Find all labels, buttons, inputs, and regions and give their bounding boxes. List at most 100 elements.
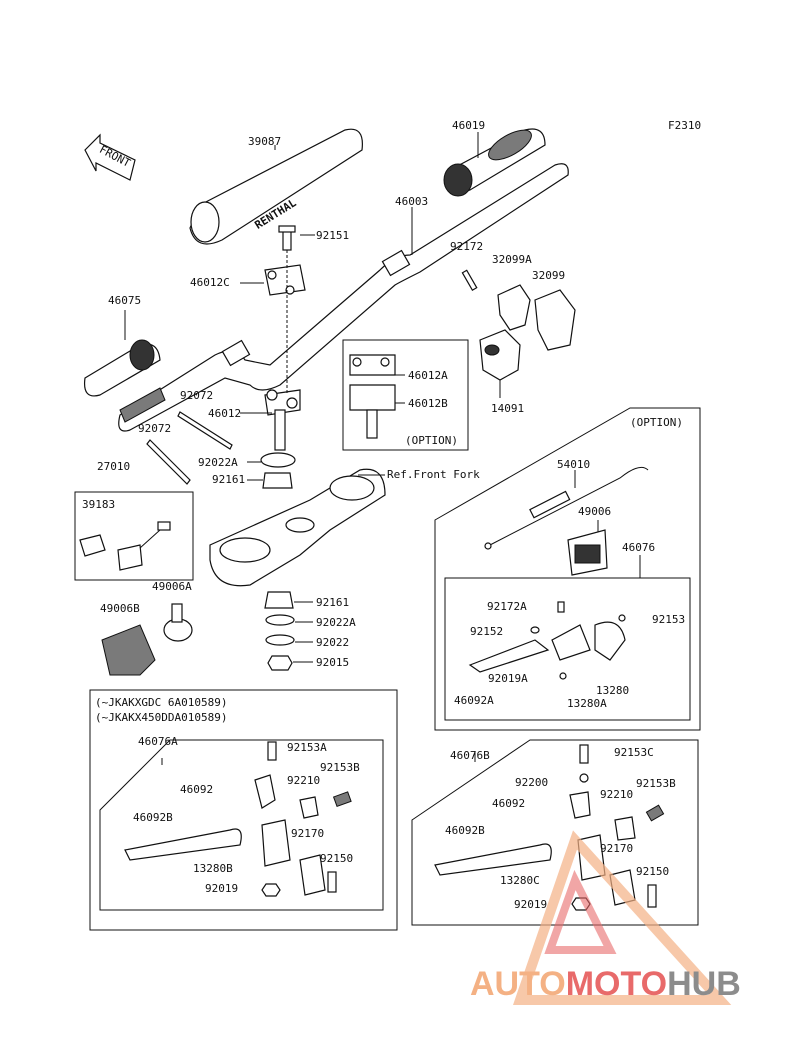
part-label: 92022A	[198, 456, 238, 469]
part-label: 92019A	[488, 672, 528, 685]
part-label: 13280A	[567, 697, 607, 710]
rubber-92161-lower	[264, 591, 294, 609]
part-label: 13280B	[193, 862, 233, 875]
washer-92022a-upper	[260, 452, 296, 468]
part-label: 39183	[82, 498, 115, 511]
part-label: 92153C	[614, 746, 654, 759]
part-label: 46076	[622, 541, 655, 554]
washer-92022	[265, 634, 295, 646]
nut-92015	[267, 655, 293, 671]
part-label: 92015	[316, 656, 349, 669]
option-box-lever	[434, 407, 701, 731]
throttle-grip	[443, 128, 546, 197]
part-label: 92151	[316, 229, 349, 242]
part-label: 92153A	[287, 741, 327, 754]
part-label: 92153B	[320, 761, 360, 774]
part-label: 92153	[652, 613, 685, 626]
watermark-auto: AUTO	[470, 965, 566, 1003]
subassembly-46076b-box	[411, 739, 699, 926]
part-label: 92022A	[316, 616, 356, 629]
zip-tie-lower	[146, 439, 191, 485]
part-label: 92150	[320, 852, 353, 865]
part-label: 92200	[515, 776, 548, 789]
part-label: 92152	[470, 625, 503, 638]
part-label: 49006	[578, 505, 611, 518]
part-label: 46075	[108, 294, 141, 307]
left-grip	[83, 339, 166, 423]
throttle-housing	[461, 269, 576, 381]
part-label: 46092B	[445, 824, 485, 837]
part-label: 32099	[532, 269, 565, 282]
switch-49006a	[163, 603, 193, 642]
front-arrow-icon: FRONT	[84, 133, 136, 181]
part-label: 92072	[180, 389, 213, 402]
cover-49006b	[101, 624, 156, 676]
part-label: 32099A	[492, 253, 532, 266]
part-label: 92019	[514, 898, 547, 911]
part-label: 46092A	[454, 694, 494, 707]
leader-lines	[124, 132, 641, 765]
part-label: 92022	[316, 636, 349, 649]
subassembly-46076a-box	[99, 739, 384, 911]
svg-text:AUTOMOTOHUB: AUTOMOTOHUB	[470, 965, 741, 1003]
part-label: 13280	[596, 684, 629, 697]
washer-92022a-lower	[265, 614, 295, 626]
part-label: 46092	[492, 797, 525, 810]
zip-tie-upper	[177, 411, 233, 450]
part-label: 92019	[205, 882, 238, 895]
vin-line: (~JKAKX450DDA010589)	[95, 711, 227, 724]
clamp-upper-46012c	[264, 225, 306, 296]
watermark-logo: AUTOMOTOHUB	[470, 830, 741, 1005]
part-label: 92172	[450, 240, 483, 253]
part-label: 92210	[287, 774, 320, 787]
triple-clamp	[209, 468, 386, 587]
ref-front-fork: Ref.Front Fork	[387, 468, 480, 481]
hot-start-49006	[567, 529, 608, 576]
part-label: 49006B	[100, 602, 140, 615]
part-label: 92170	[291, 827, 324, 840]
part-label: 92170	[600, 842, 633, 855]
part-label: 46003	[395, 195, 428, 208]
part-label: 92153B	[636, 777, 676, 790]
watermark-moto: MOTO	[566, 965, 667, 1003]
handlebar	[118, 163, 569, 432]
part-label: 46076B	[450, 749, 490, 762]
part-label: 46012	[208, 407, 241, 420]
option-label: (OPTION)	[630, 416, 683, 429]
cable-54010	[484, 466, 649, 550]
vin-box	[89, 689, 398, 931]
part-label: 49006A	[152, 580, 192, 593]
holder-46012a	[349, 354, 396, 376]
part-label: 46092	[180, 783, 213, 796]
part-label: 27010	[97, 460, 130, 473]
part-label: 92072	[138, 422, 171, 435]
holder-46012b	[349, 384, 396, 439]
part-label: 13280C	[500, 874, 540, 887]
part-label: 39087	[248, 135, 281, 148]
subassembly-46076-box	[444, 577, 691, 721]
part-label: 92150	[636, 865, 669, 878]
part-label: 14091	[491, 402, 524, 415]
lever-assembly-46076a	[124, 741, 352, 897]
kill-switch-39183	[79, 521, 171, 571]
part-label: 46076A	[138, 735, 178, 748]
figure-code: F2310	[668, 119, 701, 132]
part-label: 46092B	[133, 811, 173, 824]
part-label: 92172A	[487, 600, 527, 613]
vin-line: (~JKAKXGDC 6A010589)	[95, 696, 227, 709]
option-box-holders	[342, 339, 469, 451]
part-label: 46012B	[408, 397, 448, 410]
part-labels: 39087 46019 46003 92151 46012C 92172 320…	[82, 119, 685, 911]
switch-box-27010	[74, 491, 194, 581]
lever-46092a	[468, 601, 626, 680]
watermark-hub: HUB	[667, 965, 741, 1003]
part-label: 46012C	[190, 276, 230, 289]
holder-lower-46012	[264, 389, 301, 451]
part-label: 46012A	[408, 369, 448, 382]
part-label: 54010	[557, 458, 590, 471]
part-label: 92161	[212, 473, 245, 486]
part-label: 92210	[600, 788, 633, 801]
rubber-92161-upper	[262, 472, 293, 489]
part-label: 46019	[452, 119, 485, 132]
